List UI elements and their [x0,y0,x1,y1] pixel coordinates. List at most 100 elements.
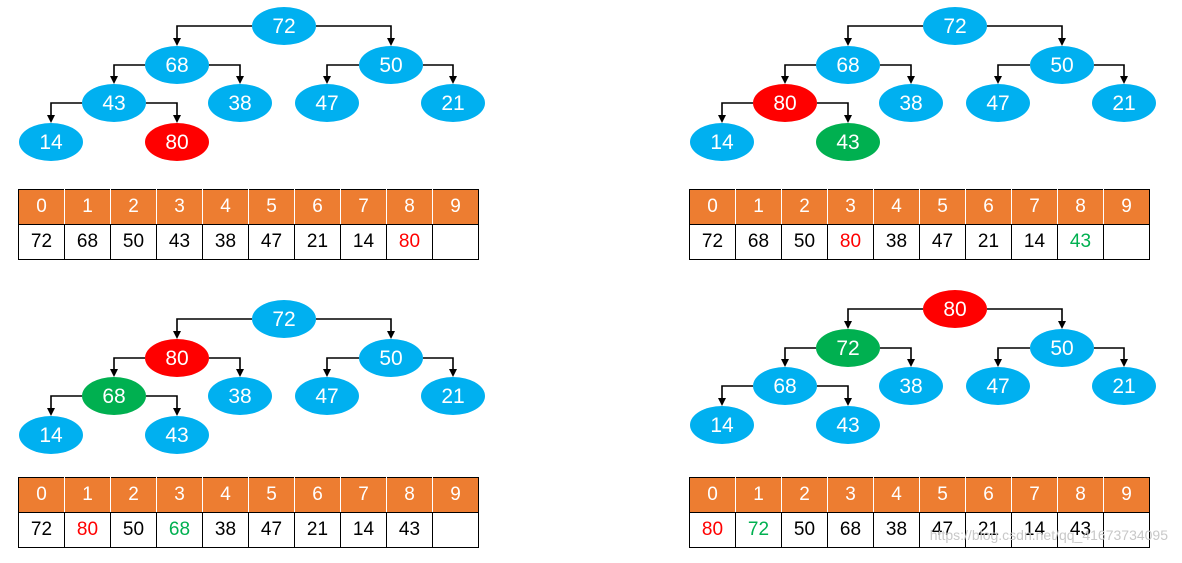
tree-edge [1094,64,1125,82]
node-ellipse [816,406,880,444]
tree-node: 47 [966,84,1030,122]
index-cell: 4 [202,189,249,225]
node-ellipse [690,123,754,161]
edge-arrowhead [449,76,457,84]
index-cell: 8 [386,477,433,513]
node-ellipse [208,84,272,122]
node-label: 21 [441,385,464,408]
tree-edge [209,357,241,375]
edge-arrowhead [110,369,118,377]
index-cell: 3 [827,477,874,513]
tree-node: 14 [690,123,754,161]
tree-edge [113,64,145,82]
value-cell: 50 [110,512,157,548]
tree-edge [209,64,241,82]
edge-arrowhead [844,321,852,329]
index-cell: 9 [432,477,479,513]
tree-node: 68 [753,367,817,405]
tree-node: 14 [19,416,83,454]
node-ellipse [1030,329,1094,367]
tree-node: 80 [923,290,987,328]
edge-arrowhead [387,38,395,46]
node-ellipse [359,46,423,84]
index-cell: 0 [689,477,736,513]
edge-arrowhead [994,76,1002,84]
node-label: 68 [102,385,125,408]
node-label: 50 [379,54,402,77]
node-ellipse [145,123,209,161]
value-cell: 47 [248,512,295,548]
node-label: 47 [315,92,338,115]
node-label: 43 [836,414,859,437]
index-cell: 5 [919,189,966,225]
value-cell: 43 [1057,512,1104,548]
node-label: 38 [228,92,251,115]
value-cell: 14 [340,224,387,260]
index-cell: 0 [18,189,65,225]
tree-edge [423,64,454,82]
edge-arrowhead [1120,359,1128,367]
tree-node: 47 [966,367,1030,405]
index-cell: 5 [248,189,295,225]
tree-edge [326,64,359,82]
watermark: https://blog.csdn.net/qq_41673734095 [929,527,1168,543]
edge-arrowhead [236,369,244,377]
edge-arrowhead [1058,321,1066,329]
node-ellipse [145,339,209,377]
value-cell: 50 [781,512,828,548]
value-cell: 50 [781,224,828,260]
value-cell [1103,224,1150,260]
tree-edge [146,102,178,121]
tree-edge [176,318,252,337]
node-ellipse [879,84,943,122]
node-ellipse [295,84,359,122]
index-cell: 2 [781,477,828,513]
tree-node: 72 [252,7,316,45]
tree-edge [176,25,252,44]
tree-node: 38 [879,84,943,122]
edge-arrowhead [236,76,244,84]
value-cell: 72 [735,512,782,548]
tree-node: 80 [145,339,209,377]
index-cell: 4 [202,477,249,513]
node-label: 72 [272,15,295,38]
edge-arrowhead [907,76,915,84]
node-ellipse [816,329,880,367]
edge-arrowhead [907,359,915,367]
index-cell: 1 [64,477,111,513]
edge-arrowhead [173,408,181,416]
node-ellipse [421,377,485,415]
edge-arrowhead [844,398,852,406]
edge-arrowhead [994,359,1002,367]
tree-node: 68 [82,377,146,415]
node-label: 43 [836,131,859,154]
tree-node: 50 [359,339,423,377]
tree-edge [721,385,753,404]
tree-node: 68 [816,46,880,84]
index-cell: 0 [18,477,65,513]
tree-node: 47 [295,377,359,415]
node-label: 47 [986,92,1009,115]
edge-arrowhead [844,38,852,46]
node-ellipse [690,406,754,444]
node-ellipse [966,367,1030,405]
tree-node: 43 [816,406,880,444]
node-label: 14 [39,131,63,154]
node-label: 38 [899,92,922,115]
tree-edge [50,102,82,121]
node-label: 80 [165,131,188,154]
index-cell: 3 [156,477,203,513]
tree-node: 50 [359,46,423,84]
node-label: 68 [165,54,188,77]
value-cell: 21 [294,224,341,260]
